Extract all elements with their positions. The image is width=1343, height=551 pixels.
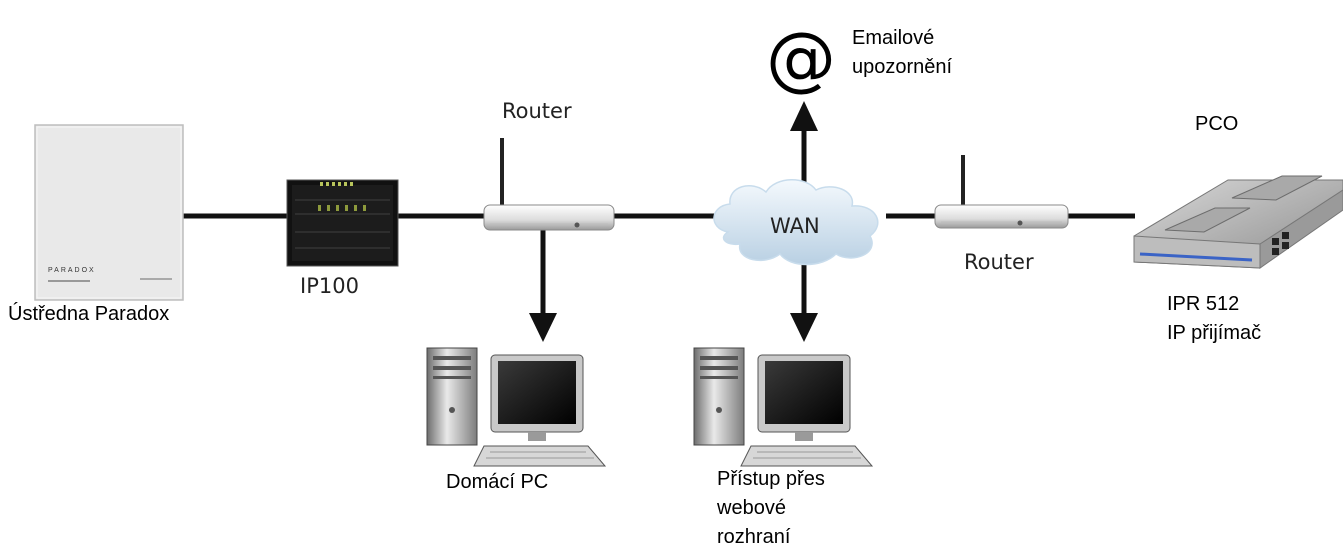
web-pc-computer-icon <box>693 347 874 467</box>
arrow-down-home-pc-icon <box>529 313 557 342</box>
arrow-down-web-pc-icon <box>790 313 818 342</box>
home-pc-computer-icon <box>426 347 607 467</box>
label-web-line1: Přístup přes <box>717 468 825 490</box>
label-router-left: Router <box>502 99 572 123</box>
paradox-panel-icon: PARADOX <box>34 124 184 301</box>
router-right-icon <box>934 155 1069 229</box>
wan-cloud-icon <box>713 179 879 266</box>
label-email-line2: upozornění <box>852 56 953 78</box>
arrow-up-email-icon <box>790 101 818 131</box>
email-at-icon: @ <box>766 17 836 99</box>
label-receiver-line1: IPR 512 <box>1167 293 1240 315</box>
label-receiver-line2: IP přijímač <box>1167 322 1262 344</box>
svg-text:@: @ <box>766 17 836 99</box>
label-panel: Ústředna Paradox <box>8 303 170 325</box>
label-email-line1: Emailové <box>852 27 935 49</box>
label-router-right: Router <box>964 250 1034 274</box>
ipr512-receiver-icon <box>1133 175 1343 269</box>
label-home-pc: Domácí PC <box>446 471 549 493</box>
arrow-heads <box>529 101 818 342</box>
label-pco: PCO <box>1195 113 1239 135</box>
label-ip100: IP100 <box>300 274 359 298</box>
label-web-line2: webové <box>717 497 786 519</box>
label-wan: WAN <box>770 214 820 238</box>
panel-brand: PARADOX <box>48 267 96 274</box>
ip100-module-icon <box>286 179 399 267</box>
label-web-line3: rozhraní <box>717 526 791 548</box>
router-left-icon <box>483 138 615 231</box>
connection-lines <box>183 130 1135 315</box>
